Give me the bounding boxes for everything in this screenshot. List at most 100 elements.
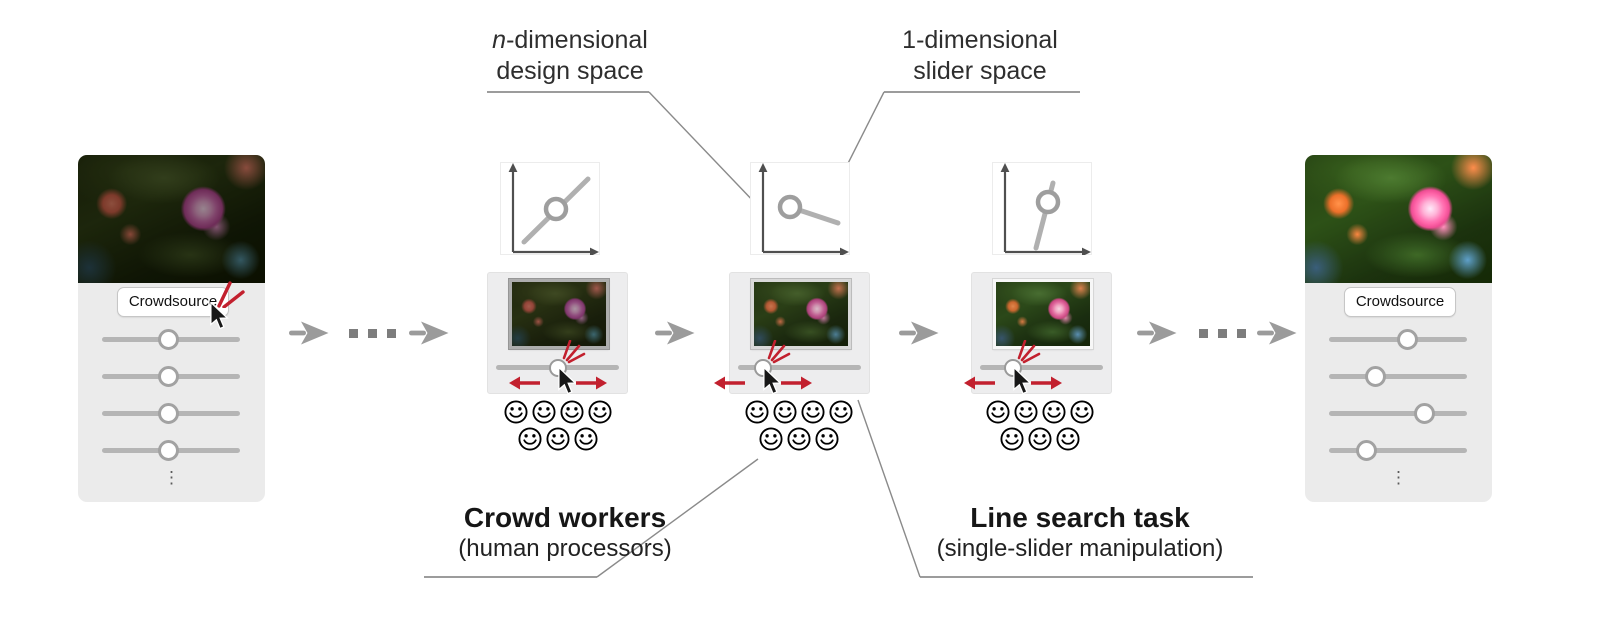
line-search-subtitle: (single-slider manipulation)	[936, 535, 1224, 562]
smiley-face-icon	[773, 400, 797, 424]
slider-track[interactable]	[1329, 447, 1467, 453]
mouse-cursor-icon	[762, 367, 782, 395]
result-photo	[1305, 155, 1492, 283]
mouse-cursor-icon	[557, 367, 577, 395]
parameter-slider[interactable]	[1329, 328, 1467, 350]
italic-n: n	[492, 26, 507, 54]
slider-track[interactable]	[980, 365, 1103, 370]
line-search-task-card	[713, 272, 870, 395]
mouse-cursor-icon	[210, 302, 229, 330]
slider-knob[interactable]	[157, 328, 179, 350]
flow-arrow-icon	[1257, 321, 1297, 345]
smiley-face-icon	[560, 400, 584, 424]
parameter-slider[interactable]	[1329, 365, 1467, 387]
design-space-plot	[750, 162, 850, 255]
parameter-slider[interactable]	[102, 365, 240, 387]
smiley-face-icon	[504, 400, 528, 424]
drag-left-arrow-icon	[713, 376, 745, 390]
crowd-workers-group	[960, 399, 1120, 453]
smiley-face-icon	[1014, 400, 1038, 424]
slider-knob[interactable]	[157, 439, 179, 461]
drag-right-arrow-icon	[780, 376, 812, 390]
slider-track[interactable]	[738, 365, 861, 370]
result-photo	[78, 155, 265, 283]
label-slider-space-line2: slider space	[913, 57, 1047, 85]
drag-left-arrow-icon	[963, 376, 995, 390]
click-flash-icon	[1017, 340, 1041, 364]
design-space-plot	[992, 162, 1092, 255]
smiley-face-icon	[518, 427, 542, 451]
parameter-slider[interactable]	[1329, 439, 1467, 461]
final-design-panel: Crowdsource ⋮	[1305, 155, 1492, 502]
slider-knob[interactable]	[1355, 439, 1377, 461]
initial-design-panel: Crowdsource ⋮	[78, 155, 265, 502]
design-space-plot	[500, 162, 600, 255]
slider-knob[interactable]	[157, 365, 179, 387]
smiley-face-icon	[1000, 427, 1024, 451]
crowd-workers-group	[719, 399, 879, 453]
parameter-slider[interactable]	[102, 402, 240, 424]
crowd-workers-subtitle: (human processors)	[458, 535, 672, 562]
label-design-space-line2: design space	[496, 57, 644, 85]
flow-arrow-icon	[409, 321, 449, 345]
crowdsource-button[interactable]: Crowdsource	[117, 287, 229, 317]
label-line-search-task: Line search task (single-slider manipula…	[900, 501, 1260, 563]
label-design-space-line1: n-dimensional	[492, 26, 648, 54]
flow-arrow-icon	[289, 321, 329, 345]
label-slider-space-line1: 1-dimensional	[902, 26, 1058, 54]
drag-right-arrow-icon	[575, 376, 607, 390]
crowdsource-button[interactable]: Crowdsource	[1344, 287, 1456, 317]
smiley-face-icon	[745, 400, 769, 424]
smiley-face-icon	[986, 400, 1010, 424]
task-slider[interactable]	[713, 340, 861, 395]
slider-track[interactable]	[1329, 373, 1467, 379]
smiley-face-icon	[787, 427, 811, 451]
label-design-space: n-dimensional design space	[440, 25, 700, 87]
smiley-face-icon	[1056, 427, 1080, 451]
smiley-face-icon	[1028, 427, 1052, 451]
click-flash-icon	[562, 340, 585, 364]
line-search-task-card	[487, 272, 628, 395]
slider-track[interactable]	[1329, 410, 1467, 416]
slider-knob[interactable]	[1397, 328, 1419, 350]
parameter-slider[interactable]	[1329, 402, 1467, 424]
crowd-workers-group	[478, 399, 638, 453]
label-crowd-workers: Crowd workers (human processors)	[410, 501, 720, 563]
plot-knob	[543, 196, 569, 222]
smiley-face-icon	[815, 427, 839, 451]
click-flash-icon	[767, 340, 790, 364]
smiley-face-icon	[1042, 400, 1066, 424]
label-slider-space: 1-dimensional slider space	[855, 25, 1105, 87]
smiley-face-icon	[801, 400, 825, 424]
drag-right-arrow-icon	[1030, 376, 1062, 390]
more-sliders-ellipsis: ⋮	[1390, 468, 1407, 487]
smiley-face-icon	[532, 400, 556, 424]
parameter-slider[interactable]	[102, 328, 240, 350]
plot-knob	[777, 194, 803, 220]
smiley-face-icon	[574, 427, 598, 451]
mouse-cursor-icon	[1013, 367, 1032, 395]
smiley-face-icon	[588, 400, 612, 424]
drag-left-arrow-icon	[508, 376, 540, 390]
smiley-face-icon	[759, 427, 783, 451]
candidate-photo	[992, 278, 1094, 350]
click-flash-icon	[217, 281, 245, 308]
smiley-face-icon	[829, 400, 853, 424]
slider-knob[interactable]	[157, 402, 179, 424]
flow-arrow-icon	[1137, 321, 1177, 345]
smiley-face-icon	[546, 427, 570, 451]
smiley-face-icon	[1070, 400, 1094, 424]
parameter-slider[interactable]	[102, 439, 240, 461]
line-search-title: Line search task	[970, 502, 1190, 533]
more-sliders-ellipsis: ⋮	[163, 468, 180, 487]
plot-knob	[1035, 189, 1061, 215]
flow-arrow-icon	[899, 321, 939, 345]
task-slider[interactable]	[963, 340, 1103, 395]
slider-knob[interactable]	[1365, 365, 1387, 387]
candidate-photo	[508, 278, 610, 350]
slider-knob[interactable]	[1413, 402, 1435, 424]
task-slider[interactable]	[496, 340, 619, 395]
ellipsis-dots	[1199, 329, 1246, 338]
candidate-photo	[750, 278, 852, 350]
